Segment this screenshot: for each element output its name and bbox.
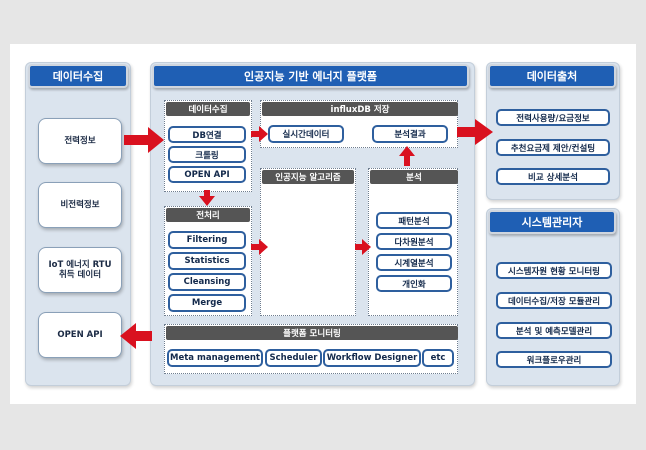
- preprocess-cleansing: Cleansing: [168, 273, 246, 291]
- ai-panel: [260, 168, 356, 316]
- output-header: 데이터출처: [488, 64, 616, 88]
- analysis-timeseries: 시계열분석: [376, 254, 452, 271]
- ai-panel-title: 인공지능 알고리즘: [262, 170, 354, 184]
- preprocess-filtering: Filtering: [168, 231, 246, 249]
- influx-realtime-data: 실시간데이터: [268, 125, 344, 143]
- collect-panel-title: 데이터수집: [166, 102, 250, 116]
- sysadmin-model-manage: 분석 및 예측모델관리: [496, 322, 612, 339]
- influx-panel-title: influxDB 저장: [262, 102, 458, 116]
- sysadmin-module-manage: 데이터수집/저장 모듈관리: [496, 292, 612, 309]
- monitor-panel-title: 플랫폼 모니터링: [166, 326, 458, 340]
- sysadmin-resource-monitor: 시스템자원 현황 모니터링: [496, 262, 612, 279]
- sysadmin-workflow-manage: 워크플로우관리: [496, 351, 612, 368]
- sysadmin-header: 시스템관리자: [488, 210, 616, 234]
- source-power-info: 전력정보: [38, 118, 122, 164]
- output-power-usage: 전력사용량/요금정보: [496, 109, 610, 126]
- monitor-meta-management: Meta management: [167, 349, 263, 367]
- output-compare-detail: 비교 상세분석: [496, 168, 610, 185]
- source-open-api: OPEN API: [38, 312, 122, 358]
- output-recommend-plan: 추천요금제 제안/컨설팅: [496, 139, 610, 156]
- source-iot-rtu: IoT 에너지 RTU 취득 데이터: [38, 247, 122, 293]
- preprocess-panel-title: 전처리: [166, 208, 250, 222]
- preprocess-merge: Merge: [168, 294, 246, 312]
- monitor-etc: etc: [422, 349, 454, 367]
- source-non-power-info: 비전력정보: [38, 182, 122, 228]
- analysis-multidimensional: 다차원분석: [376, 233, 452, 250]
- monitor-scheduler: Scheduler: [265, 349, 322, 367]
- collect-crawling: 크롤링: [168, 146, 246, 163]
- analysis-panel-title: 분석: [370, 170, 458, 184]
- center-header: 인공지능 기반 에너지 플랫폼: [152, 64, 469, 88]
- analysis-pattern: 패턴분석: [376, 212, 452, 229]
- monitor-workflow-designer: Workflow Designer: [323, 349, 421, 367]
- analysis-personalization: 개인화: [376, 275, 452, 292]
- preprocess-statistics: Statistics: [168, 252, 246, 270]
- influx-analysis-result: 분석결과: [372, 125, 448, 143]
- collect-db-connect: DB연결: [168, 126, 246, 143]
- collect-open-api: OPEN API: [168, 166, 246, 183]
- left-header: 데이터수집: [28, 64, 128, 88]
